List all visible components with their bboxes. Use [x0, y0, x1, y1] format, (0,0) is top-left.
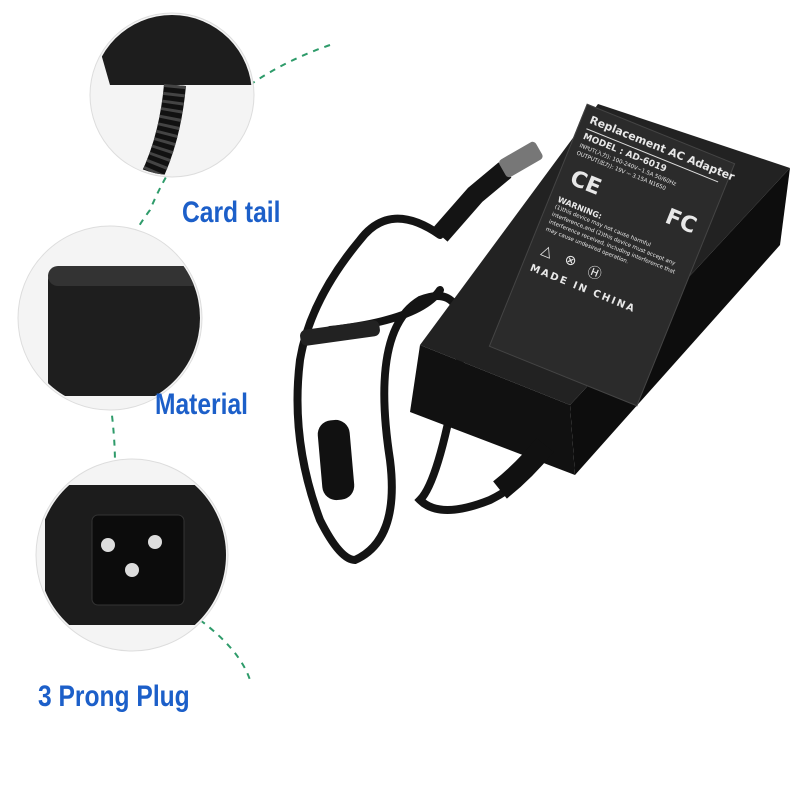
dc-plug-tip	[499, 141, 543, 178]
callout-plug: 3 Prong Plug	[38, 680, 190, 713]
callout-card-tail: Card tail	[182, 196, 281, 229]
fcc-mark-icon: FC	[661, 204, 700, 240]
dc-plug	[432, 162, 512, 242]
ce-mark-icon: CE	[566, 165, 605, 201]
detail-circle-card-tail	[89, 12, 255, 178]
detail-circle-material	[17, 225, 203, 411]
warning-triangle-icon: △	[539, 241, 556, 261]
ferrite-bead	[317, 419, 355, 501]
callout-material: Material	[155, 388, 248, 421]
circle-h-icon: Ⓗ	[584, 263, 604, 284]
velcro-strap	[300, 320, 380, 346]
detail-circle-plug	[35, 458, 229, 652]
strain-relief	[493, 438, 554, 499]
circle-x-icon: ⊗	[561, 251, 579, 271]
